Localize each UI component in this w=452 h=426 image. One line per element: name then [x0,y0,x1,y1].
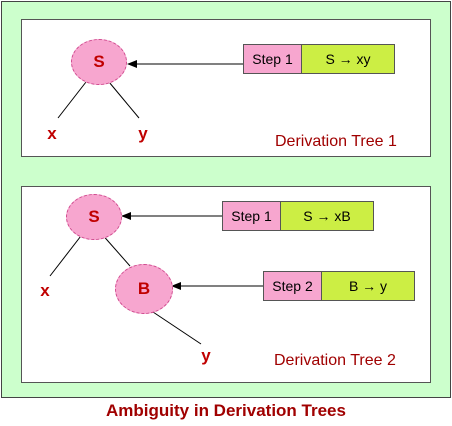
tree2-step-2-rule: B → y [322,272,414,300]
tree1-leaf-y: y [138,124,148,143]
tree1-node-s: S [71,39,127,85]
tree2-leaf-x: x [40,281,50,300]
tree2-leaf-y: y [201,346,211,365]
diagram-title: Ambiguity in Derivation Trees [106,401,346,420]
tree2-step-1-label: Step 1 [223,202,281,230]
tree1-step-1-label: Step 1 [244,45,302,73]
tree2-step-1: Step 1 S → xB [222,201,374,231]
tree1-step-1: Step 1 S → xy [243,44,395,74]
tree2-caption: Derivation Tree 2 [274,352,396,369]
tree2-edge-s-x [49,231,85,277]
tree2-edge-b-y [149,309,202,345]
tree2-node-s: S [66,194,122,240]
tree1-step-1-rule: S → xy [302,45,394,73]
tree2-step-2: Step 2 B → y [263,271,415,301]
tree1-edge-s-x [57,81,87,119]
tree1-edge-s-y [108,81,140,119]
tree2-step-2-label: Step 2 [264,272,322,300]
tree1-leaf-x: x [47,124,57,143]
tree2-node-b: B [115,264,173,314]
tree1-caption: Derivation Tree 1 [275,133,397,150]
tree2-step-1-rule: S → xB [281,202,373,230]
